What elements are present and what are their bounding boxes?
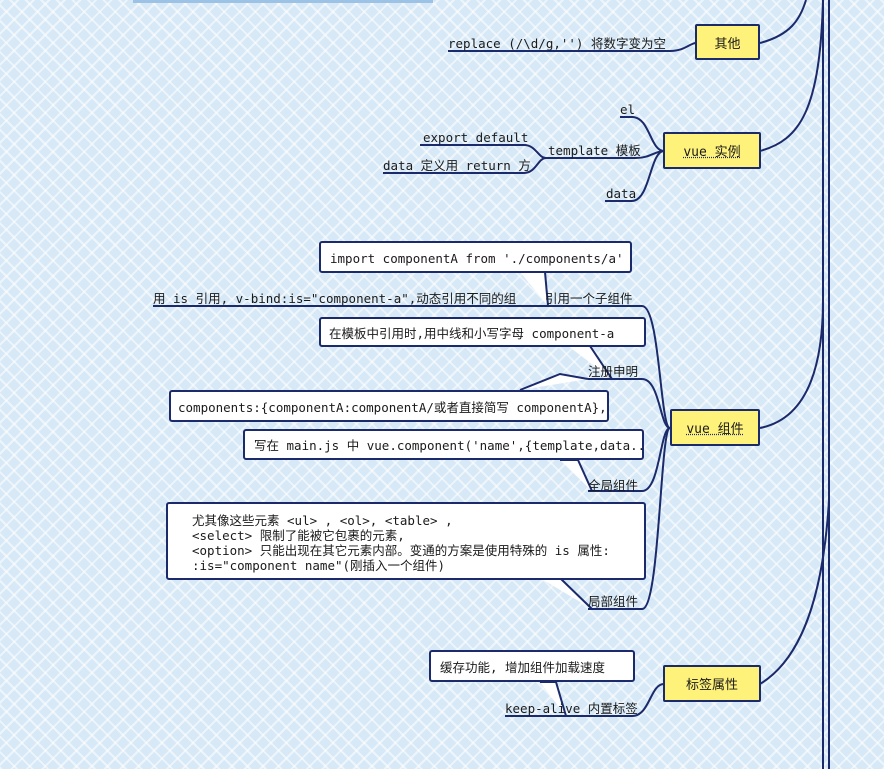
label-replace[interactable]: replace (/\d/g,'') 将数字变为空	[448, 36, 666, 51]
edge-tag-attr	[759, 499, 830, 685]
node-vue-component-label: vue 组件	[686, 422, 744, 437]
label-template[interactable]: template 模板	[548, 143, 641, 158]
edge-replace	[448, 42, 697, 52]
tail-elements	[540, 577, 593, 610]
callout-cache-text: 缓存功能, 增加组件加载速度	[440, 660, 606, 675]
edge-export	[420, 144, 547, 159]
callout-elements-line-2: <select> 限制了能被它包裹的元素,	[192, 528, 405, 543]
callout-elements: 尤其像这些元素 <ul> , <ol>, <table> , <select> …	[166, 502, 646, 580]
callout-main-js-text: 写在 main.js 中 vue.component('name',{templ…	[254, 438, 644, 453]
edge-data	[605, 150, 665, 202]
node-other[interactable]: 其他	[695, 24, 760, 60]
callout-import-text: import componentA from './components/a'	[330, 251, 624, 266]
label-use-is[interactable]: 用 is 引用, v-bind:is="component-a",动态引用不同的…	[153, 291, 517, 306]
tail-cache	[540, 681, 567, 717]
label-data-return[interactable]: data 定义用 return 方	[383, 158, 531, 173]
callout-lowercase: 在模板中引用时,用中线和小写字母 component-a	[319, 317, 646, 347]
edge-data-return	[383, 157, 547, 174]
node-vue-instance-label: vue 实例	[683, 145, 741, 160]
node-other-label: 其他	[714, 36, 741, 52]
label-ref-child[interactable]: 引用一个子组件	[545, 291, 633, 306]
callout-components: components:{componentA:componentA/或者直接简写…	[169, 390, 609, 422]
callout-elements-line-3: <option> 只能出现在其它元素内部。变通的方案是使用特殊的 is 属性:	[192, 543, 610, 558]
label-local[interactable]: 局部组件	[588, 594, 639, 609]
callout-elements-line-1: 尤其像这些元素 <ul> , <ol>, <table> ,	[192, 513, 453, 528]
callout-cache: 缓存功能, 增加组件加载速度	[429, 650, 635, 682]
edge-register	[588, 378, 671, 429]
label-data[interactable]: data	[606, 186, 637, 201]
edge-ref-child	[543, 305, 671, 429]
callout-main-js: 写在 main.js 中 vue.component('name',{templ…	[243, 429, 644, 460]
edge-el	[620, 116, 665, 152]
node-vue-component[interactable]: vue 组件	[670, 409, 760, 446]
edge-local	[588, 427, 671, 610]
callout-import: import componentA from './components/a'	[319, 241, 632, 273]
callout-components-text: components:{componentA:componentA/或者直接简写…	[178, 400, 607, 415]
tail-mainjs	[560, 459, 593, 492]
edge-global	[588, 427, 671, 492]
callout-elements-line-4: :is="component name"(刚插入一个组件)	[192, 558, 446, 573]
node-tag-attr-label: 标签属性	[685, 678, 738, 693]
callout-lowercase-text: 在模板中引用时,用中线和小写字母 component-a	[329, 326, 615, 341]
label-keep-alive[interactable]: keep-alive 内置标签	[505, 701, 638, 716]
node-tag-attr[interactable]: 标签属性	[663, 665, 761, 702]
tail-import	[520, 271, 549, 307]
tail-components	[519, 372, 589, 391]
edge-vue-component	[759, 299, 824, 429]
label-global[interactable]: 全局组件	[588, 478, 639, 493]
edge-vue-instance	[759, 0, 824, 152]
node-vue-instance[interactable]: vue 实例	[663, 132, 761, 169]
label-el[interactable]: el	[620, 102, 636, 117]
edge-keep-alive	[505, 683, 665, 717]
edge-other	[759, 0, 807, 44]
label-register[interactable]: 注册申明	[588, 364, 639, 379]
label-export-default[interactable]: export default	[423, 130, 529, 145]
top-scroll-indicator	[133, 0, 433, 3]
